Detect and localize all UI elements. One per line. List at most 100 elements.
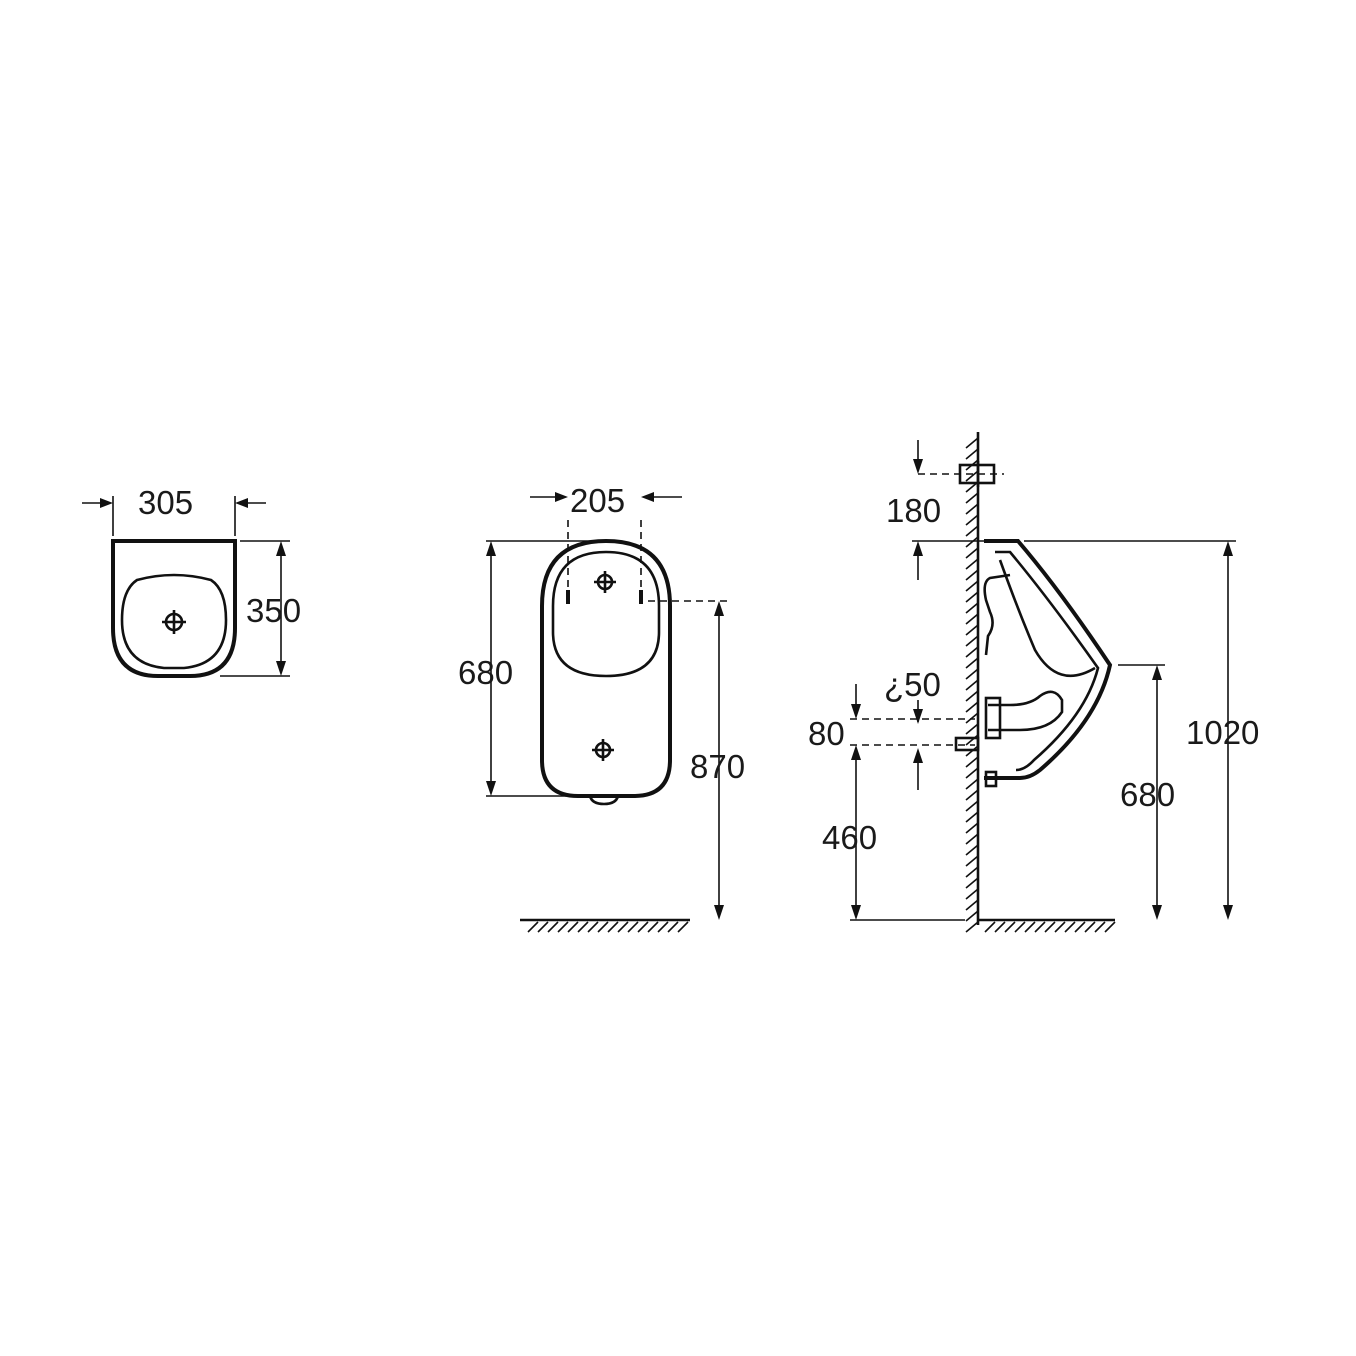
side-view-outlet-flange: [984, 696, 1002, 740]
hatch-line: [557, 921, 569, 933]
side-view-flush-pipe: [983, 573, 1011, 656]
hatch-line: [965, 613, 979, 625]
hatch-line: [965, 657, 979, 669]
hatch-line: [1074, 921, 1086, 933]
hatch-line: [1014, 921, 1026, 933]
front-view-spout: [588, 795, 620, 806]
hatch-line: [965, 910, 979, 922]
hatch-line: [965, 624, 979, 636]
side-view-rim-height-dimension: [1118, 664, 1165, 920]
hatch-line: [537, 921, 549, 933]
hatch-line: [607, 921, 619, 933]
side-view-floor: [850, 918, 1116, 933]
hatch-line: [965, 822, 979, 834]
hatch-line: [965, 536, 979, 548]
hatch-line: [1094, 921, 1106, 933]
hatch-line: [965, 811, 979, 823]
front-view-height-dimension: [486, 540, 592, 797]
hatch-line: [965, 635, 979, 647]
side-view-outlet-diameter-label: ¿50: [884, 666, 941, 703]
top-view-outline: [111, 539, 237, 678]
hatch-line: [965, 492, 979, 504]
hatch-line: [965, 646, 979, 658]
hatch-line: [965, 602, 979, 614]
hatch-line: [547, 921, 559, 933]
side-view-outlet-stub: [954, 736, 980, 752]
front-view-outlet-icon: [592, 739, 614, 761]
hatch-line: [965, 734, 979, 746]
hatch-line: [965, 789, 979, 801]
hatch-line: [597, 921, 609, 933]
top-view-depth-dimension: [220, 540, 290, 677]
hatch-line: [994, 921, 1006, 933]
front-view: 205 680 870: [458, 482, 745, 933]
side-view-inlet-label: 180: [886, 492, 941, 529]
hatch-line: [965, 756, 979, 768]
hatch-line: [965, 921, 979, 933]
side-view-urinal-inner: [995, 550, 1100, 772]
hatch-line: [965, 800, 979, 812]
side-view-bowl-cavity: [998, 559, 1096, 678]
hatch-line: [1044, 921, 1056, 933]
side-view-wall: [965, 432, 980, 933]
side-view-outlet-trap: [988, 690, 1064, 732]
hatch-line: [965, 778, 979, 790]
hatch-line: [965, 888, 979, 900]
side-view-outlet-spacing-dimension: [850, 684, 975, 746]
front-view-height-label: 680: [458, 654, 513, 691]
top-view-width-label: 305: [138, 484, 193, 521]
hatch-line: [617, 921, 629, 933]
hatch-line: [965, 899, 979, 911]
side-view-rim-height-label: 680: [1120, 776, 1175, 813]
hatch-line: [567, 921, 579, 933]
hatch-line: [657, 921, 669, 933]
hatch-line: [965, 712, 979, 724]
side-view-inlet-fitting: [918, 461, 1004, 487]
front-view-floor: [520, 918, 690, 933]
hatch-line: [965, 767, 979, 779]
hatch-line: [965, 525, 979, 537]
side-view-total-height-dimension: [1024, 540, 1236, 920]
hatch-line: [965, 580, 979, 592]
hatch-line: [965, 833, 979, 845]
hatch-line: [965, 448, 979, 460]
hatch-line: [587, 921, 599, 933]
hatch-line: [965, 866, 979, 878]
hatch-line: [1104, 921, 1116, 933]
front-view-inlet-icon: [594, 571, 616, 593]
side-view-urinal-outline: [984, 539, 1113, 780]
hatch-line: [965, 591, 979, 603]
hatch-line: [965, 855, 979, 867]
front-view-bowl-opening: [551, 550, 661, 678]
hatch-line: [667, 921, 679, 933]
side-view-outlet-diameter-dimension: [913, 700, 923, 790]
hatch-line: [965, 877, 979, 889]
hatch-line: [965, 470, 979, 482]
hatch-line: [965, 690, 979, 702]
hatch-line: [677, 921, 689, 933]
hatch-line: [965, 514, 979, 526]
hatch-line: [965, 569, 979, 581]
top-view-inner-bowl: [120, 573, 228, 670]
hatch-line: [965, 547, 979, 559]
hatch-line: [1084, 921, 1096, 933]
front-view-outline: [540, 538, 672, 798]
side-view-outlet-height-label: 460: [822, 819, 877, 856]
hatch-line: [627, 921, 639, 933]
top-view-width-dimension: [82, 496, 266, 536]
hatch-line: [965, 558, 979, 570]
hatch-line: [965, 668, 979, 680]
hatch-line: [577, 921, 589, 933]
hatch-line: [637, 921, 649, 933]
side-view-outlet-spacing-label: 80: [808, 715, 845, 752]
hatch-line: [1034, 921, 1046, 933]
side-view: 180 ¿50 80: [808, 432, 1259, 933]
front-view-fixing-height-dimension: [648, 600, 728, 920]
hatch-line: [1064, 921, 1076, 933]
hatch-line: [965, 723, 979, 735]
top-view-depth-label: 350: [246, 592, 301, 629]
hatch-line: [984, 921, 996, 933]
front-view-spacing-label: 205: [570, 482, 625, 519]
